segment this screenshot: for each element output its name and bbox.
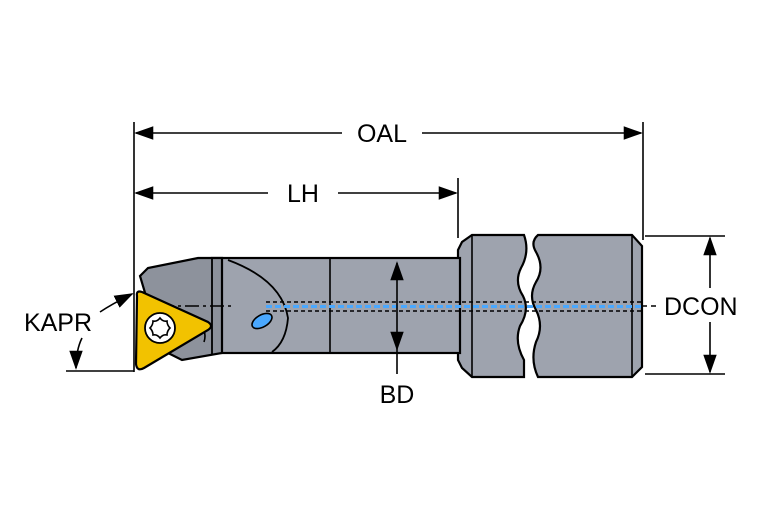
dimension-oal: OAL [134,120,643,148]
bar-neck-curve [227,259,289,353]
extension-lines [66,122,725,375]
triangular-insert [134,290,213,371]
dimension-kapr: KAPR [24,293,134,370]
dimension-dcon: DCON [642,236,738,374]
bd-label: BD [380,381,415,409]
torx-screw-star [148,316,172,340]
coolant-outlet [251,312,273,330]
kapr-label: KAPR [24,309,92,337]
kapr-arc-lower [69,337,83,370]
oal-label: OAL [357,120,407,148]
dimension-lh: LH [134,180,458,208]
dcon-label: DCON [664,293,738,321]
bar-body [210,256,462,355]
dimension-bd: BD [380,261,415,409]
kapr-arc-upper [99,293,134,313]
bar-tube [210,256,462,355]
lh-label: LH [287,180,319,208]
